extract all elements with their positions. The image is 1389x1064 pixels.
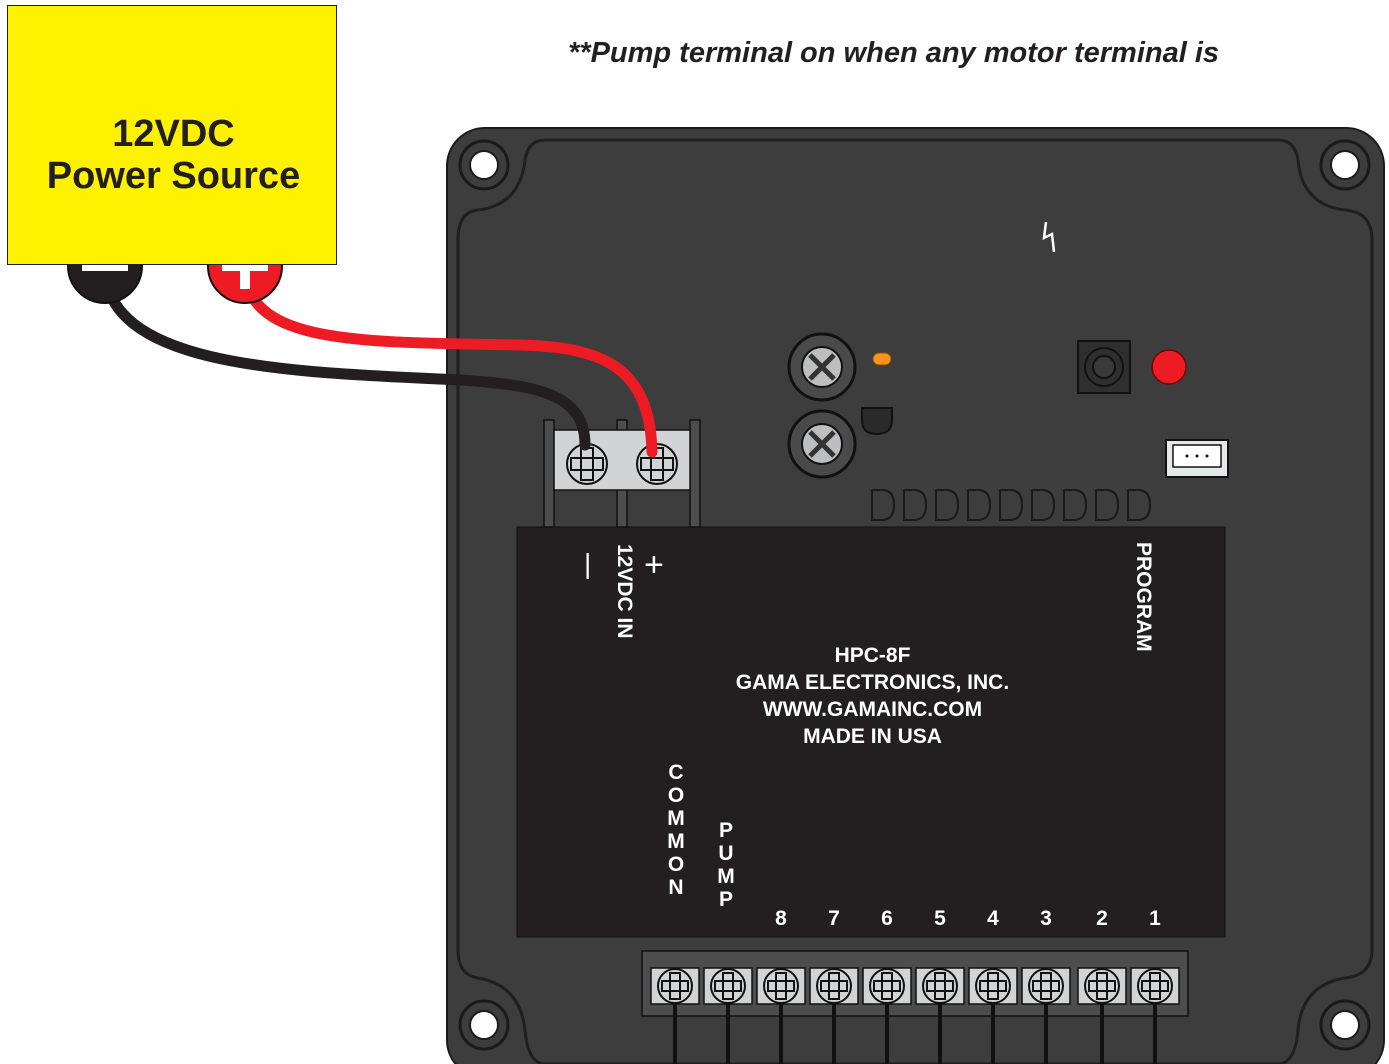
antenna-symbol-icon bbox=[1042, 221, 1056, 253]
output-led-icon bbox=[967, 489, 992, 521]
output-number-2: 2 bbox=[1096, 907, 1108, 930]
output-led-icon bbox=[1127, 489, 1152, 521]
potentiometer-upper-icon[interactable] bbox=[787, 332, 857, 402]
negative-wire bbox=[99, 261, 591, 451]
output-number-7: 7 bbox=[828, 907, 840, 930]
output-number-5: 5 bbox=[934, 907, 946, 930]
pump-label: PUMP bbox=[717, 819, 735, 911]
mounting-hole-bottom-right-icon bbox=[1319, 999, 1371, 1051]
input-label: 12VDC IN bbox=[613, 544, 636, 639]
output-number-8: 8 bbox=[775, 907, 787, 930]
output-number-1: 1 bbox=[1149, 907, 1161, 930]
output-screw-pump-icon[interactable] bbox=[703, 967, 753, 1064]
sensor-icon bbox=[861, 407, 893, 436]
output-led-icon bbox=[999, 489, 1024, 521]
power-source-label: 12VDC Power Source bbox=[7, 113, 340, 197]
program-label: PROGRAM bbox=[1132, 542, 1155, 652]
output-number-4: 4 bbox=[987, 907, 999, 930]
power-source-title-line2: Power Source bbox=[46, 155, 301, 197]
input-plus-sign: + bbox=[644, 546, 664, 584]
output-led-icon bbox=[1031, 489, 1056, 521]
output-number-3: 3 bbox=[1040, 907, 1052, 930]
potentiometer-lower-icon[interactable] bbox=[787, 409, 857, 479]
output-led-icon bbox=[1063, 489, 1088, 521]
power-source-title-line1: 12VDC bbox=[112, 113, 235, 155]
indicator-led-icon bbox=[1151, 349, 1187, 385]
output-screw-7-icon[interactable] bbox=[809, 967, 859, 1064]
output-led-icon bbox=[1095, 489, 1120, 521]
output-screw-8-icon[interactable] bbox=[756, 967, 806, 1064]
pump-note: **Pump terminal on when any motor termin… bbox=[568, 37, 1220, 69]
output-screw-common-icon[interactable] bbox=[650, 967, 700, 1064]
mounting-hole-top-left-icon bbox=[458, 139, 510, 191]
output-led-icon bbox=[871, 489, 896, 521]
output-number-6: 6 bbox=[881, 907, 893, 930]
output-screw-3-icon[interactable] bbox=[1021, 967, 1071, 1064]
mounting-hole-top-right-icon bbox=[1319, 139, 1371, 191]
output-screw-2-icon[interactable] bbox=[1077, 967, 1127, 1064]
origin-label: MADE IN USA bbox=[803, 725, 942, 748]
output-screw-5-icon[interactable] bbox=[915, 967, 965, 1064]
mounting-hole-bottom-left-icon bbox=[458, 999, 510, 1051]
common-label: COMMON bbox=[667, 761, 685, 899]
manufacturer-name: GAMA ELECTRONICS, INC. bbox=[735, 671, 1010, 694]
status-led-icon bbox=[872, 352, 892, 366]
led-row bbox=[871, 489, 1152, 521]
output-led-icon bbox=[903, 489, 928, 521]
output-screw-4-icon[interactable] bbox=[968, 967, 1018, 1064]
program-button-icon[interactable] bbox=[1077, 340, 1131, 394]
input-minus-sign: | bbox=[584, 548, 592, 579]
output-screw-6-icon[interactable] bbox=[862, 967, 912, 1064]
output-screw-1-icon[interactable] bbox=[1130, 967, 1180, 1064]
power-source-box bbox=[7, 5, 337, 265]
positive-wire bbox=[239, 261, 658, 458]
output-led-icon bbox=[935, 489, 960, 521]
input-screw-negative-icon[interactable] bbox=[566, 443, 608, 485]
controller-info: HPC-8F GAMA ELECTRONICS, INC. WWW.GAMAIN… bbox=[690, 642, 1055, 750]
program-connector-icon[interactable] bbox=[1165, 439, 1229, 478]
manufacturer-website: WWW.GAMAINC.COM bbox=[762, 698, 983, 721]
label-panel bbox=[516, 526, 1226, 938]
output-screws bbox=[650, 967, 1180, 1064]
model-name: HPC-8F bbox=[834, 644, 911, 667]
